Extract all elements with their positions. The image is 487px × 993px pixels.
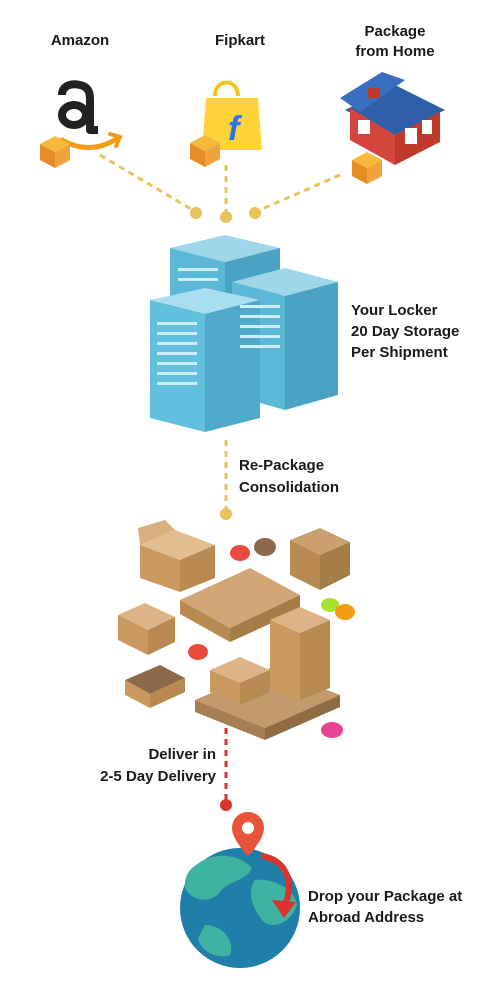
locker-label: Your Locker 20 Day Storage Per Shipment [351,300,481,363]
amazon-label: Amazon [50,32,110,49]
source-connectors [99,153,341,215]
globe-icon [180,848,300,968]
delivery-label: Deliver in 2-5 Day Delivery [86,744,216,788]
server-icon [150,235,338,432]
svg-text:f: f [228,110,243,148]
home-label-line1: Package [364,23,426,40]
repackage-line1: Re-Package [239,457,325,474]
flipkart-label: Fipkart [214,32,265,49]
amazon-package-icon [40,136,70,168]
repackage-connector [220,440,232,520]
repackage-label: Re-Package Consolidation [239,455,379,499]
boxes-icon [118,520,355,740]
locker-line2: 20 Day Storage [351,323,460,340]
locker-line1: Your Locker [351,302,438,319]
amazon-logo-icon [40,80,123,168]
destination-label: Drop your Package at Abroad Address [308,886,483,928]
destination-line1: Drop your Package at [308,888,463,905]
flipkart-bag-icon: f [190,80,262,167]
flipkart-package-icon [190,135,220,167]
home-label-line2: from Home [355,43,435,60]
delivery-line1: Deliver in [148,746,216,763]
delivery-line2: 2-5 Day Delivery [100,768,216,785]
delivery-connector [220,728,232,811]
home-label: Package from Home [330,22,460,62]
repackage-line2: Consolidation [239,479,339,496]
locker-line3: Per Shipment [351,344,448,361]
house-package-icon [352,152,382,184]
destination-line2: Abroad Address [308,909,425,926]
location-pin-icon [232,812,296,918]
house-icon [340,72,445,184]
source-dots [190,207,261,223]
